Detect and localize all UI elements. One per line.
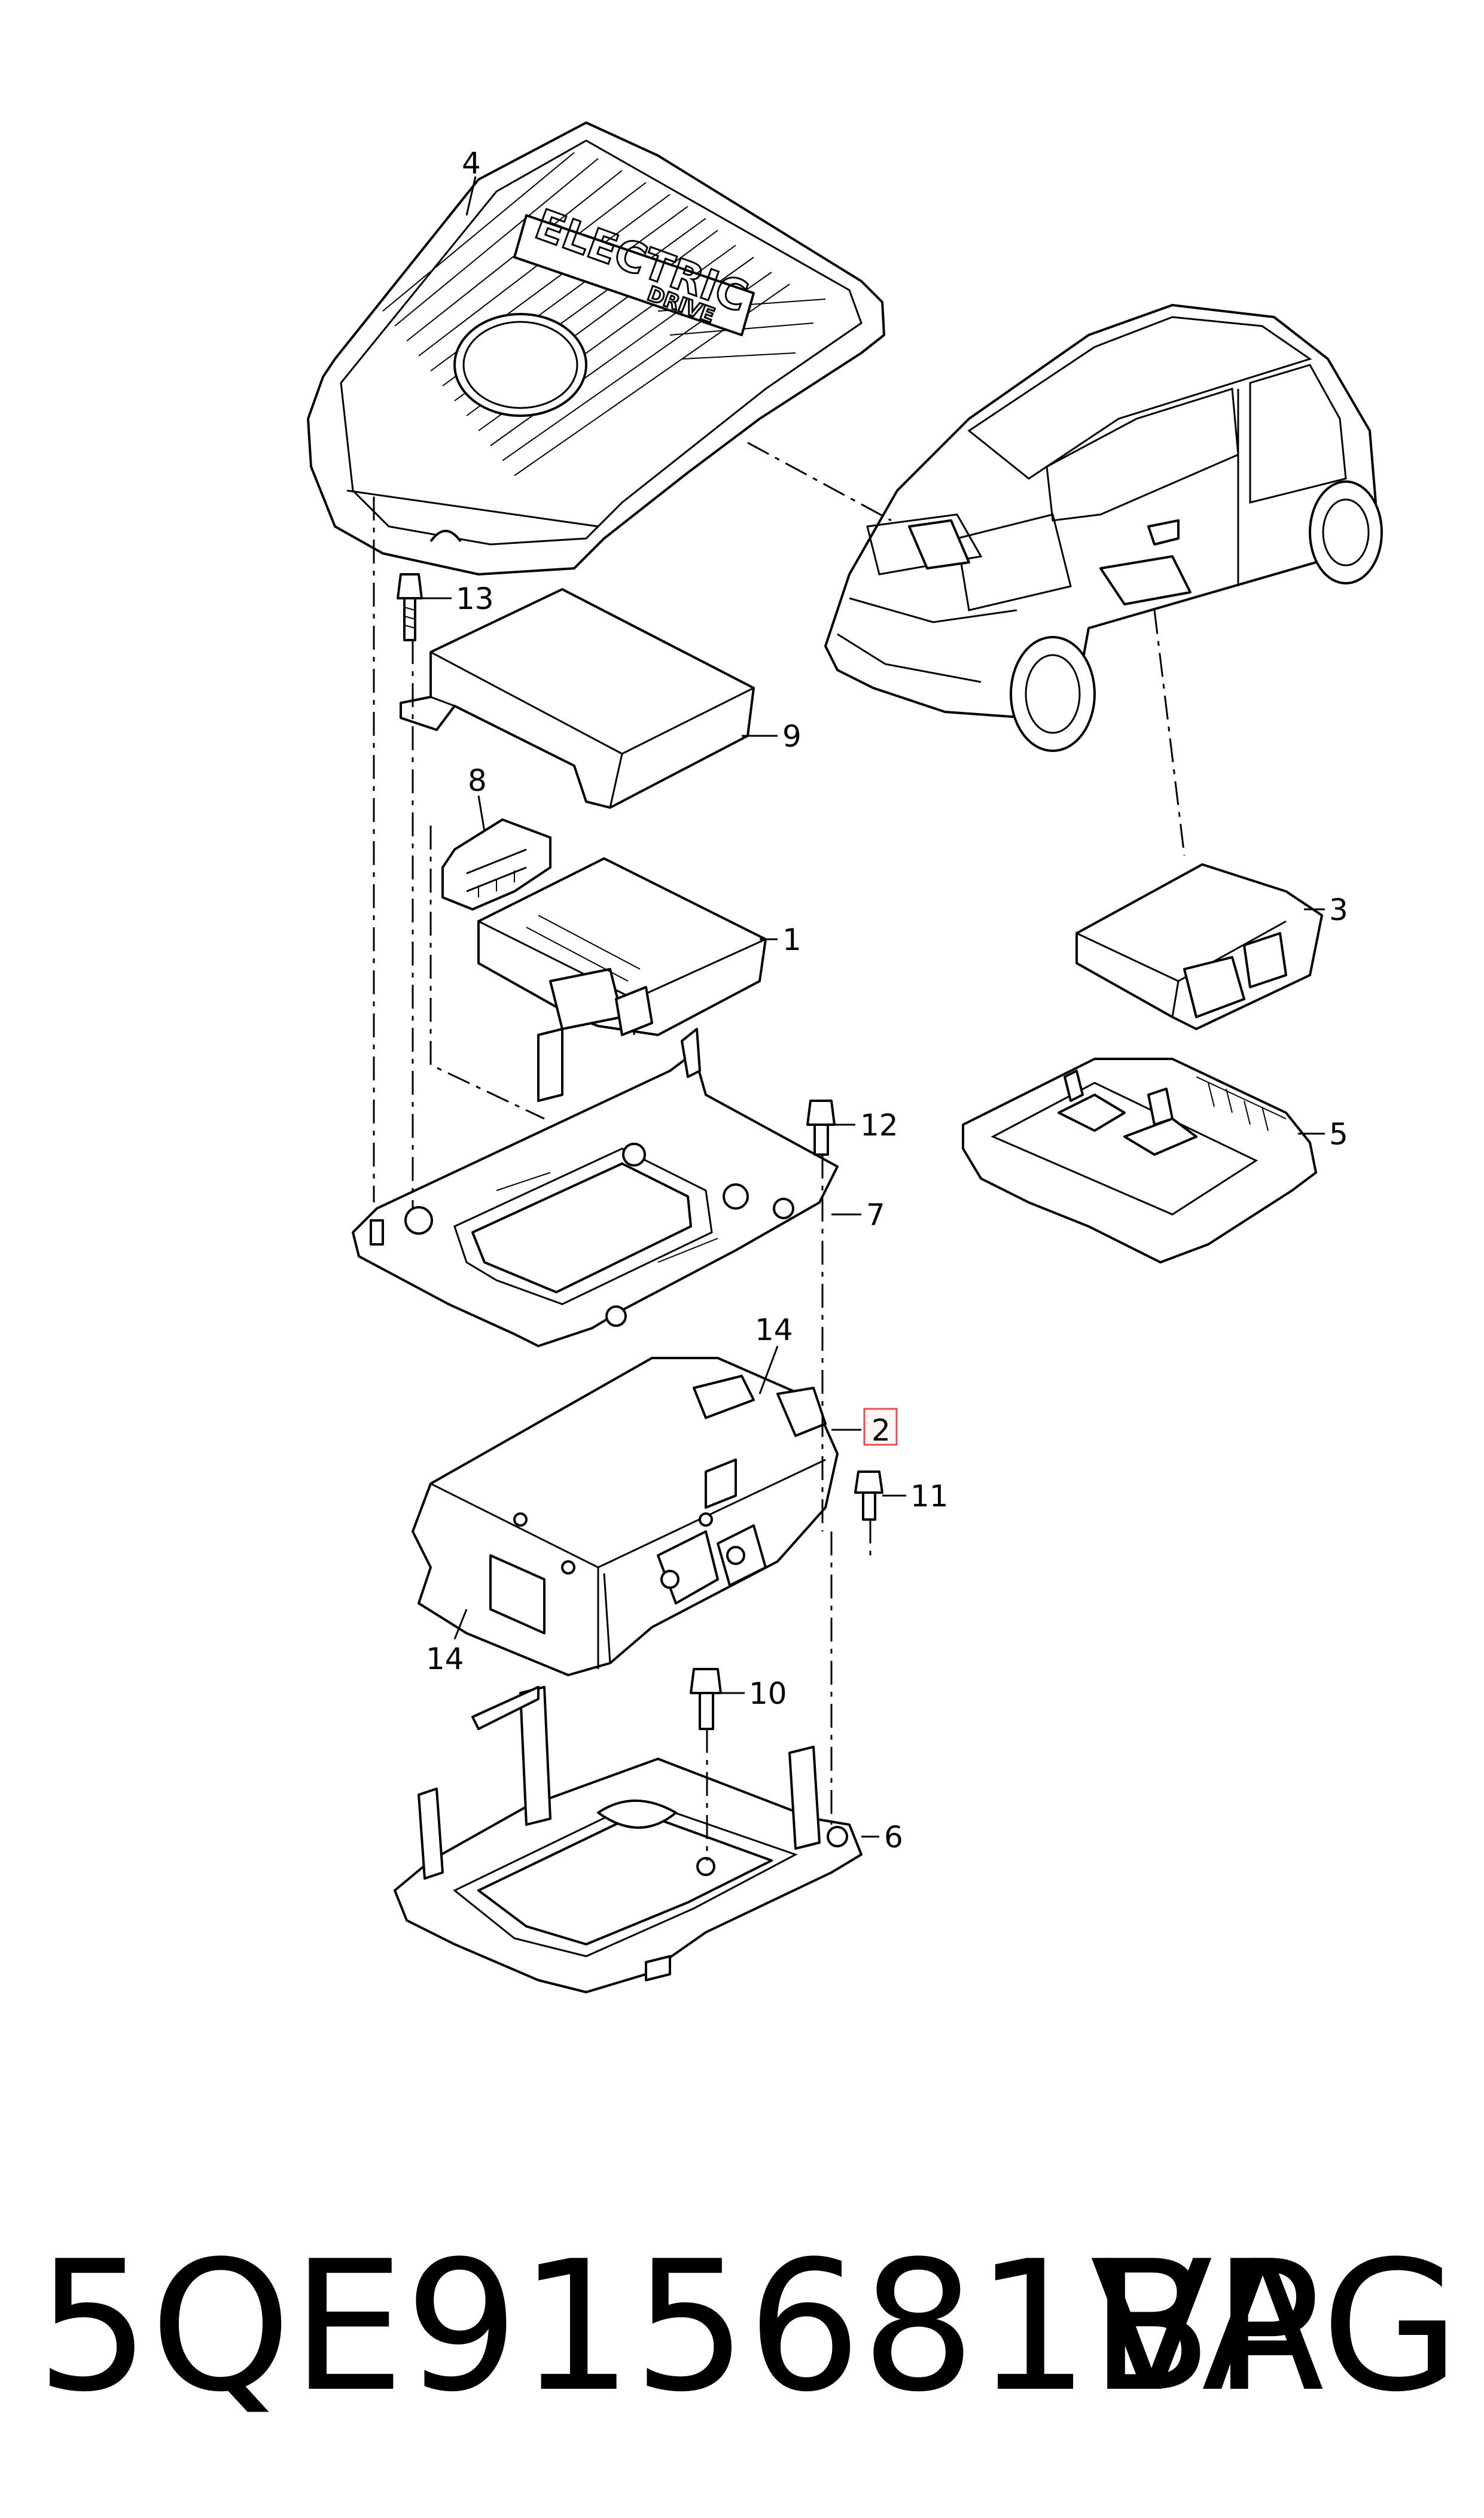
bolt-part-10 bbox=[690, 1668, 722, 1730]
callout-7: 7 bbox=[866, 1198, 885, 1232]
mounting-plate-part-7 bbox=[352, 1028, 839, 1347]
control-unit-cover-part-9 bbox=[400, 588, 755, 809]
footer: 5QE915681BP VAG bbox=[0, 2225, 1484, 2429]
callout-8: 8 bbox=[468, 763, 487, 798]
vehicle-illustration bbox=[824, 304, 1383, 752]
part-number: 5QE915681BP bbox=[36, 2222, 1321, 2431]
control-unit-part-3 bbox=[1075, 863, 1323, 1030]
bracket-part-8 bbox=[441, 818, 551, 911]
bolt-part-11 bbox=[854, 1470, 883, 1521]
callout-6: 6 bbox=[884, 1820, 903, 1855]
callout-labels: 4 13 9 8 1 3 5 12 7 14 2 11 14 10 6 bbox=[426, 146, 1348, 1855]
brand-name: VAG bbox=[1090, 2222, 1460, 2431]
engine-cover-part-4: ELECTRIC DRIVE bbox=[307, 121, 885, 576]
callout-14-lower: 14 bbox=[426, 1642, 464, 1676]
holder-tray-part-5 bbox=[962, 1058, 1317, 1263]
assembly-lines bbox=[373, 442, 1186, 1861]
bottom-bracket-part-6 bbox=[394, 1686, 863, 1993]
callout-4: 4 bbox=[462, 146, 481, 181]
highlight-box-callout-2 bbox=[863, 1408, 898, 1446]
bolt-part-12 bbox=[806, 1100, 836, 1156]
leader-lines bbox=[422, 176, 1325, 1838]
callout-14-upper: 14 bbox=[755, 1313, 793, 1347]
callout-5: 5 bbox=[1329, 1117, 1348, 1152]
callout-9: 9 bbox=[782, 719, 802, 754]
control-unit-part-1 bbox=[477, 857, 767, 1036]
callout-1: 1 bbox=[782, 922, 802, 957]
callout-13: 13 bbox=[456, 581, 494, 616]
callout-2: 2 bbox=[871, 1413, 891, 1448]
charger-unit-part-2 bbox=[412, 1357, 839, 1676]
callout-3: 3 bbox=[1329, 893, 1348, 927]
callout-11: 11 bbox=[910, 1479, 949, 1514]
bolt-part-13 bbox=[397, 573, 423, 641]
callout-10: 10 bbox=[749, 1676, 787, 1711]
callout-12: 12 bbox=[860, 1108, 898, 1143]
exploded-parts-diagram: ELECTRIC DRIVE bbox=[307, 121, 1383, 1993]
